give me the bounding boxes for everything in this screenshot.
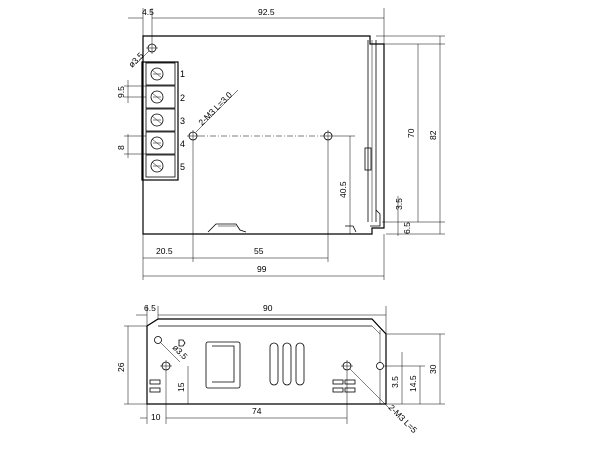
vent-slot: [295, 342, 305, 386]
mount-hole-small: [154, 336, 162, 344]
dim-mount-spec: 2-M3 L=3.0: [196, 90, 234, 128]
dim-side-hole-diameter: ø3.5: [171, 342, 190, 361]
dim-total-width-bottom: 99: [257, 264, 267, 274]
dim-height-inner: 70: [406, 128, 416, 138]
dim-height-outer: 82: [428, 130, 438, 140]
terminal-label: 3: [180, 116, 185, 126]
side-view: 6.5 90 26 ø3.5 15 10 74 2-M3 L=5 3.5 1: [116, 303, 445, 435]
dim-side-flange-offset: 6.5: [144, 303, 156, 313]
vent-switch: [205, 341, 241, 389]
dim-tab-bottom: 6.5: [402, 222, 412, 234]
top-view: 1 2 3 4 5 4.5 92.5 ø3.5 9.5 8 2-M3 L=3.0: [116, 7, 445, 280]
dim-hole-vertical: 40.5: [338, 181, 348, 198]
dim-side-total-width: 90: [263, 303, 273, 313]
dim-tab-top: 3.5: [394, 198, 404, 210]
dim-flange-offset: 4.5: [142, 7, 154, 17]
dim-side-hole-height: 15: [176, 382, 186, 392]
top-view-body: [142, 35, 385, 235]
dim-side-14-5: 14.5: [408, 375, 418, 392]
dim-terminal-gap: 8: [116, 145, 126, 150]
dim-side-left-offset: 10: [151, 412, 161, 422]
vent-slot: [269, 342, 279, 386]
dim-left-offset: 20.5: [156, 246, 173, 256]
dim-side-height-left: 26: [116, 362, 126, 372]
dim-side-mount-spec: 2-M3 L=5: [387, 402, 420, 435]
dim-terminal-pitch: 9.5: [116, 86, 126, 98]
terminal-label: 2: [180, 93, 185, 103]
terminal-block: 1 2 3 4 5: [141, 61, 185, 181]
terminal-label: 4: [180, 139, 185, 149]
dim-hole-spacing: 55: [254, 246, 264, 256]
dim-side-hole-spacing: 74: [252, 406, 262, 416]
dim-side-height-right: 30: [428, 364, 438, 374]
dim-side-3-5: 3.5: [390, 376, 400, 388]
mount-hole-edge: [376, 362, 384, 370]
vent-slot: [282, 342, 292, 386]
terminal-label: 1: [180, 69, 185, 79]
dim-total-width-top: 92.5: [258, 7, 275, 17]
terminal-label: 5: [180, 162, 185, 172]
